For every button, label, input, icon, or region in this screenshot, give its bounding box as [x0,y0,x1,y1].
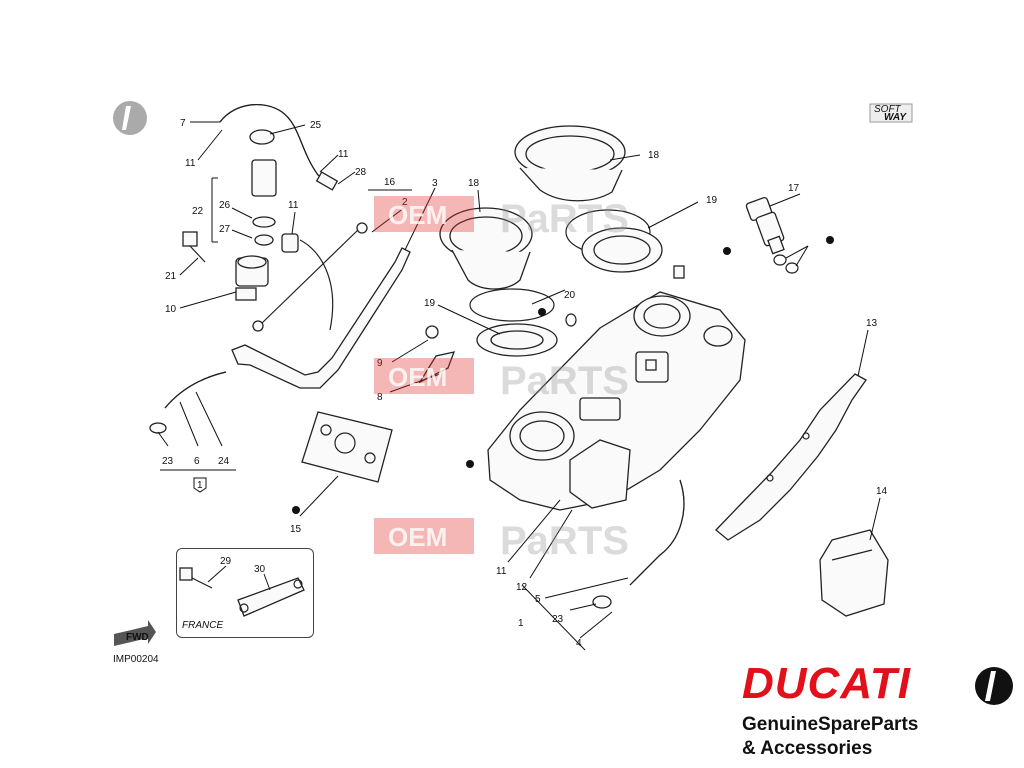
drawing-code: IMP00204 [113,654,159,665]
callout-25: 25 [310,120,322,131]
small-o-ring [565,313,577,327]
svg-text:WAY: WAY [884,112,907,123]
screw-9 [418,325,456,384]
callout-2: 2 [402,197,408,208]
callout-29: 29 [220,556,232,567]
inset-label: FRANCE [182,620,223,631]
ducati-brand-block: DUCATI GenuineSpareParts & Accessories [742,662,1022,762]
brand-tagline-2: & Accessories [742,738,873,759]
fitting-11c [281,233,299,253]
bolt-21 [182,231,206,263]
callout-10: 10 [165,304,177,315]
intake-funnel-18b [514,125,626,202]
hose-6 [164,371,227,409]
bolt-29 [179,567,213,589]
ducati-logo: DUCATI [742,659,911,708]
callout-3: 3 [432,178,438,189]
ducati-shield-icon [975,667,1013,705]
svg-text:PaRTS: PaRTS [500,359,629,403]
brand-tagline-1: GenuineSpareParts [742,714,919,735]
svg-text:OEM: OEM [388,200,447,230]
reference-dots [292,236,834,514]
callout-18: 18 [648,150,660,161]
callout-14: 14 [876,486,888,497]
svg-text:OEM: OEM [388,362,447,392]
callout-11: 11 [338,149,349,160]
cover-14 [819,529,889,617]
callout-20: 20 [564,290,576,301]
callout-23: 23 [552,614,564,625]
svg-text:FWD: FWD [126,632,149,643]
callout-19: 19 [706,195,718,206]
clamp-23b [592,595,612,609]
bracket-13 [715,373,867,541]
callout-23: 23 [162,456,174,467]
o-ring-25 [249,129,275,145]
callout-27: 27 [219,224,231,235]
callout-5: 5 [535,594,541,605]
callout-4: 4 [576,638,582,649]
callout-8: 8 [377,392,383,403]
callout-22: 22 [192,206,204,217]
breather-hose-7 [219,104,331,186]
throttle-bracket-3 [231,239,411,389]
callout-9: 9 [377,358,383,369]
callout-7: 7 [180,118,186,129]
callout-numbers: 7 25 11 11 28 16 2 3 18 18 22 26 27 11 1… [162,118,888,649]
seal-19 [476,227,663,357]
callout-11: 11 [496,566,507,577]
throttle-rod-16 [252,222,368,332]
svg-text:OEM: OEM [388,522,447,552]
callout-13: 13 [866,318,878,329]
callout-11: 11 [185,158,196,169]
forward-arrow-icon: FWD [114,620,156,646]
svg-text:1: 1 [197,480,203,491]
callout-30: 30 [254,564,266,575]
softway-mark: SOFT WAY [869,103,913,123]
hose-5 [629,479,685,586]
callout-26: 26 [219,200,231,211]
svg-text:PaRTS: PaRTS [500,519,629,563]
watermark-1: OEM PaRTS [374,196,629,241]
ducati-stamp-icon [113,101,147,135]
gasket-kit-15 [301,411,393,483]
callout-18: 18 [468,178,480,189]
callout-21: 21 [165,271,177,282]
watermark-2: OEM PaRTS [374,358,629,403]
callout-24: 24 [218,456,230,467]
france-inset-box [176,548,314,638]
bolt-small [673,265,685,279]
injector-17 [745,196,799,274]
breather-valve-22 [251,159,277,246]
clamp-23a [149,422,167,434]
callout-17: 17 [788,183,800,194]
callout-19: 19 [424,298,436,309]
throttle-body-1 [487,291,746,511]
group-marker: 1 [193,477,207,493]
callout-1: 1 [518,618,524,629]
link-30 [237,577,305,617]
watermark-3: OEM PaRTS [374,518,629,563]
hose-clamp-10 [235,255,269,301]
leader-lines [157,121,881,651]
callout-12: 12 [516,582,528,593]
callout-28: 28 [355,167,367,178]
intake-funnel-18a [439,207,533,290]
svg-text:PaRTS: PaRTS [500,197,629,241]
svg-text:SOFT: SOFT [874,104,902,115]
callout-16: 16 [384,177,396,188]
callout-15: 15 [290,524,302,535]
callout-11: 11 [288,200,299,211]
callout-6: 6 [194,456,200,467]
fitting-28 [315,171,339,191]
